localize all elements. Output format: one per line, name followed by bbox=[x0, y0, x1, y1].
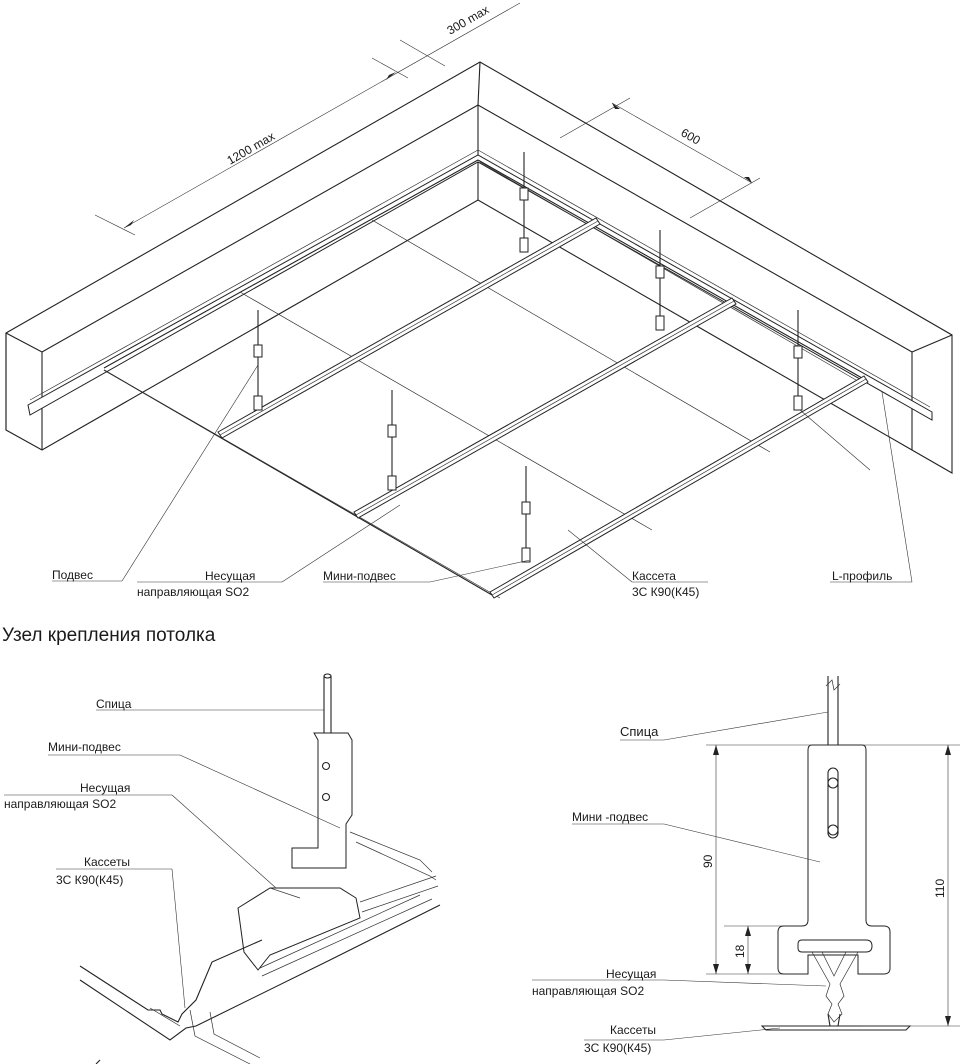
right-label-carrier-line2: направляющая SO2 bbox=[532, 984, 644, 998]
left-label-carrier-line1: Несущая bbox=[80, 781, 130, 795]
isometric-ceiling-view: 1200 max 300 max 600 Подвес Несущая напр… bbox=[5, 2, 953, 599]
left-label-cassettes-line2: 3С К90(К45) bbox=[56, 873, 123, 887]
label-hanger: Подвес bbox=[52, 568, 93, 582]
dimension-110: 110 bbox=[933, 879, 947, 898]
label-carrier-line1: Несущая bbox=[205, 569, 255, 583]
hanger-rods bbox=[253, 152, 803, 563]
section-title: Узел крепления потолка bbox=[2, 625, 216, 646]
right-label-rod: Спица bbox=[620, 724, 659, 739]
label-l-profile: L-профиль bbox=[832, 569, 892, 583]
right-detail-elevation: 90 18 110 Спица Мини -подвес Несущая нап… bbox=[532, 676, 960, 1055]
label-cassette-line1: Кассета bbox=[632, 569, 676, 583]
dimension-90: 90 bbox=[701, 854, 715, 868]
l-profile-wall-trim bbox=[27, 149, 933, 421]
dimension-18: 18 bbox=[733, 944, 747, 958]
carrier-rails bbox=[217, 217, 869, 599]
left-label-cassettes-line1: Кассеты bbox=[84, 855, 130, 869]
right-label-cassettes-line2: 3С К90(К45) bbox=[584, 1041, 651, 1055]
left-detail-node: Спица Мини-подвес Несущая направляющая S… bbox=[4, 673, 441, 1064]
label-cassette-line2: 3С К90(К45) bbox=[632, 585, 699, 599]
right-label-cassettes-line1: Кассеты bbox=[610, 1023, 656, 1037]
left-label-mini-hanger: Мини-подвес bbox=[48, 740, 121, 754]
right-label-carrier-line1: Несущая bbox=[606, 967, 656, 981]
label-mini-hanger: Мини-подвес bbox=[323, 569, 396, 583]
dimension-600: 600 bbox=[679, 125, 704, 147]
left-label-carrier-line2: направляющая SO2 bbox=[4, 797, 116, 811]
label-carrier-line2: направляющая SO2 bbox=[137, 585, 249, 599]
right-label-mini-hanger: Мини -подвес bbox=[572, 810, 648, 824]
top-leader-lines bbox=[52, 364, 913, 583]
dimension-1200-max: 1200 max bbox=[225, 129, 278, 167]
left-label-rod: Спица bbox=[96, 697, 132, 711]
